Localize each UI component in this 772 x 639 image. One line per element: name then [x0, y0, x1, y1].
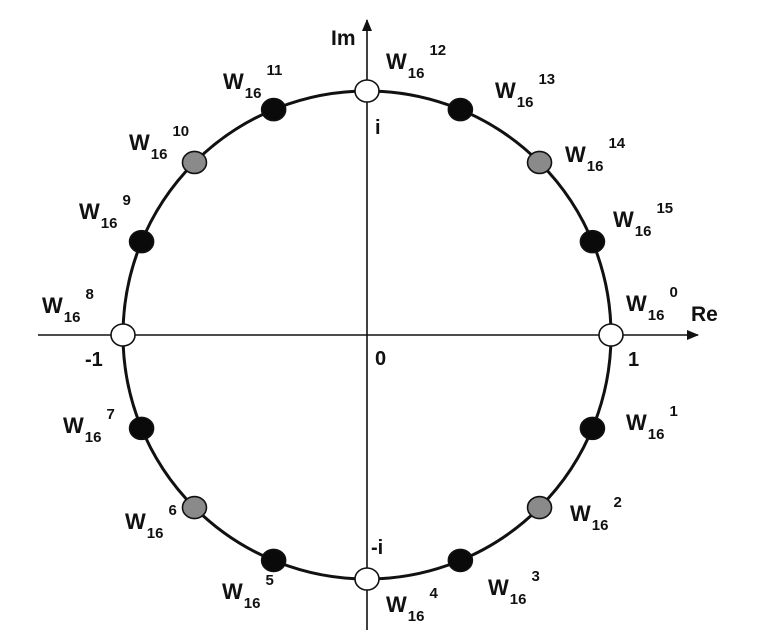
re-axis-label: Re	[691, 303, 718, 326]
root-label-base: W	[63, 413, 84, 438]
re-minus-one-label: -1	[85, 349, 103, 371]
root-label-exponent: 3	[531, 568, 539, 585]
root-marker-15	[579, 229, 606, 254]
im-i-label: i	[375, 117, 381, 139]
root-label-base: W	[626, 291, 647, 316]
root-marker-11	[260, 97, 287, 122]
root-label-subscript: 16	[85, 429, 102, 446]
root-label-exponent: 8	[85, 286, 93, 303]
root-label-exponent: 2	[613, 494, 621, 511]
root-marker-1	[579, 416, 606, 441]
root-marker-5	[260, 548, 287, 573]
root-marker-2	[526, 495, 553, 520]
root-label-subscript: 16	[101, 215, 118, 232]
root-marker-7	[128, 416, 155, 441]
root-label-base: W	[79, 199, 100, 224]
root-label-exponent: 4	[429, 585, 438, 602]
root-label-base: W	[386, 49, 407, 74]
root-label-exponent: 1	[669, 403, 677, 420]
root-label-base: W	[495, 78, 516, 103]
root-label-subscript: 16	[244, 595, 261, 612]
root-label-subscript: 16	[510, 591, 527, 608]
root-label-base: W	[613, 207, 634, 232]
root-label-14: W1614	[565, 135, 626, 175]
root-marker-8	[110, 323, 136, 347]
root-label-base: W	[565, 142, 586, 167]
root-label-12: W1612	[386, 42, 446, 82]
root-label-subscript: 16	[64, 309, 81, 326]
root-label-subscript: 16	[592, 517, 609, 534]
roots-of-unity: W160W161W162W163W164W165W166W167W168W169…	[42, 42, 678, 625]
root-label-exponent: 14	[608, 135, 625, 152]
root-label-base: W	[626, 410, 647, 435]
root-label-exponent: 5	[265, 572, 273, 589]
root-label-base: W	[570, 501, 591, 526]
root-label-9: W169	[79, 192, 131, 232]
root-label-subscript: 16	[245, 85, 262, 102]
root-marker-9	[128, 229, 155, 254]
root-label-10: W1610	[129, 123, 189, 163]
root-marker-14	[526, 150, 553, 175]
root-label-2: W162	[570, 494, 622, 534]
root-label-4: W164	[386, 585, 438, 625]
root-label-exponent: 7	[106, 406, 114, 423]
root-label-exponent: 15	[656, 200, 673, 217]
root-label-11: W1611	[223, 62, 282, 102]
root-marker-13	[447, 97, 474, 122]
root-label-base: W	[42, 293, 63, 318]
im-axis-label: Im	[331, 27, 356, 50]
re-one-label: 1	[628, 349, 639, 371]
root-label-exponent: 6	[168, 502, 176, 519]
root-label-3: W163	[488, 568, 540, 608]
root-label-base: W	[488, 575, 509, 600]
root-label-7: W167	[63, 406, 115, 446]
root-label-subscript: 16	[147, 525, 164, 542]
im-minus-i-label: -i	[371, 537, 383, 559]
root-label-subscript: 16	[408, 608, 425, 625]
root-marker-6	[181, 495, 208, 520]
root-label-base: W	[222, 579, 243, 604]
root-marker-4	[354, 567, 380, 591]
root-label-subscript: 16	[587, 158, 604, 175]
root-label-exponent: 12	[429, 42, 446, 59]
root-marker-0	[598, 323, 624, 347]
root-label-subscript: 16	[635, 223, 652, 240]
root-label-subscript: 16	[648, 426, 665, 443]
root-label-base: W	[223, 69, 244, 94]
root-label-exponent: 13	[538, 71, 555, 88]
root-label-0: W160	[626, 284, 678, 324]
root-label-6: W166	[125, 502, 177, 542]
root-label-exponent: 9	[122, 192, 130, 209]
root-label-1: W161	[626, 403, 678, 443]
root-label-exponent: 0	[669, 284, 677, 301]
root-label-subscript: 16	[408, 65, 425, 82]
root-label-base: W	[125, 509, 146, 534]
root-marker-3	[447, 548, 474, 573]
root-label-5: W165	[222, 572, 274, 612]
root-label-exponent: 11	[266, 62, 282, 79]
root-label-exponent: 10	[172, 123, 189, 140]
root-label-subscript: 16	[517, 94, 534, 111]
root-label-subscript: 16	[648, 307, 665, 324]
root-label-subscript: 16	[151, 146, 168, 163]
root-label-base: W	[129, 130, 150, 155]
root-label-13: W1613	[495, 71, 555, 111]
root-marker-12	[354, 79, 380, 103]
root-marker-10	[181, 150, 208, 175]
origin-label: 0	[375, 348, 386, 370]
root-label-15: W1615	[613, 200, 673, 240]
root-label-8: W168	[42, 286, 94, 326]
root-label-base: W	[386, 592, 407, 617]
